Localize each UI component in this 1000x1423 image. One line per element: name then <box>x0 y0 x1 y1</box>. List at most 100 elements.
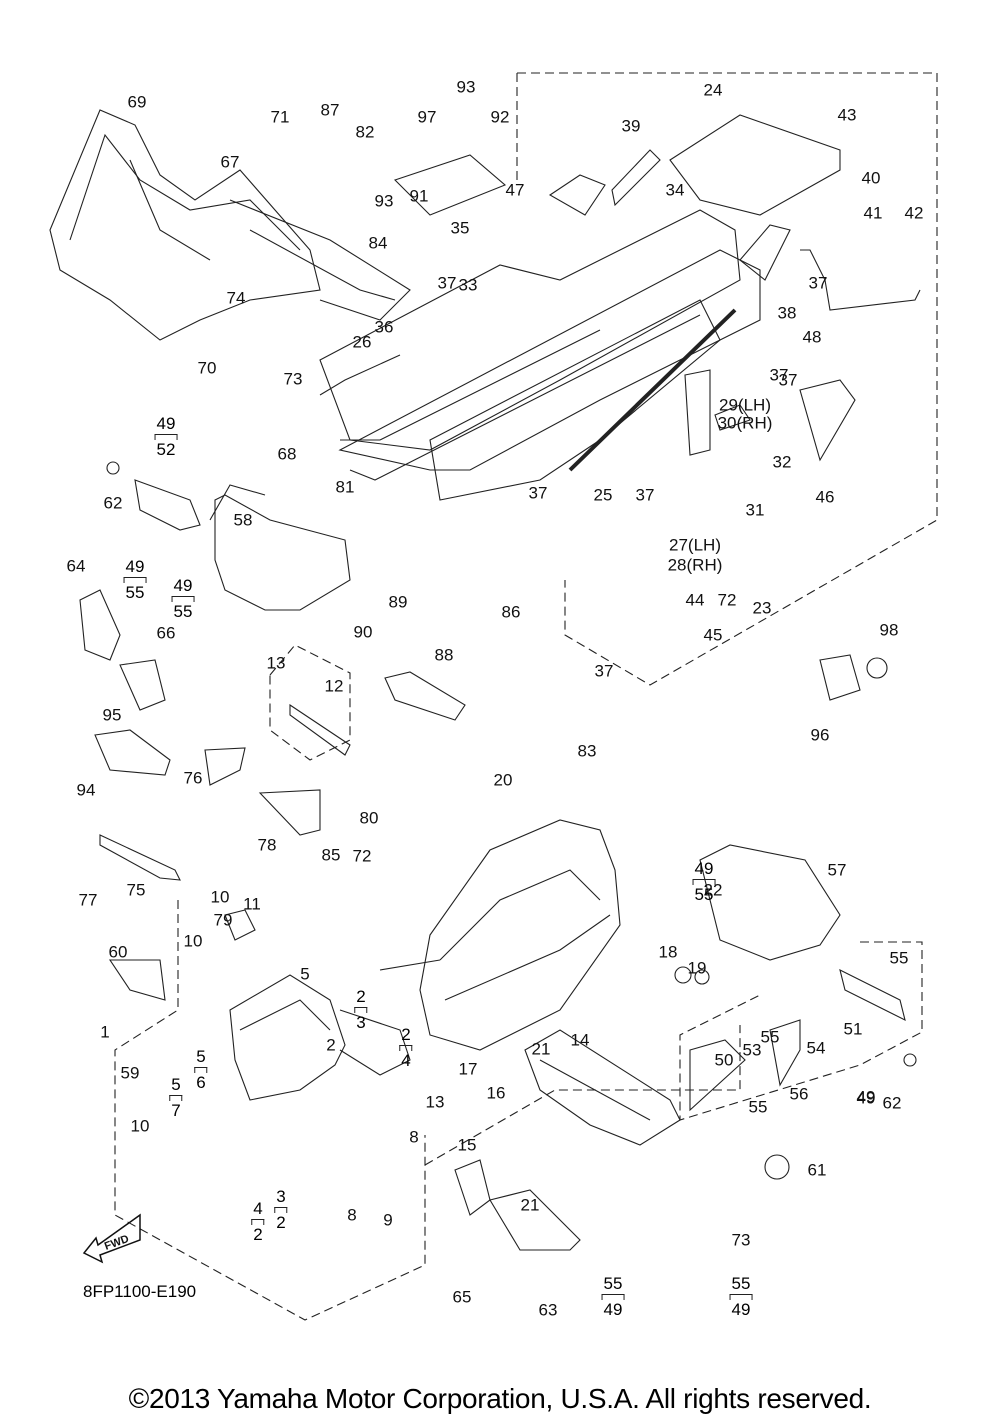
callout-72: 72 <box>352 846 372 866</box>
stacked-callout-bottom: 49 <box>731 1300 751 1319</box>
callout-80: 80 <box>359 808 379 828</box>
callout-67: 67 <box>220 152 240 172</box>
callout-89: 89 <box>388 592 408 612</box>
callout-39: 39 <box>621 116 641 136</box>
callout-59: 59 <box>120 1063 140 1083</box>
callout-93: 93 <box>374 191 394 211</box>
bracket-line <box>692 879 716 885</box>
callout-95: 95 <box>102 705 122 725</box>
callout-36: 36 <box>374 317 394 337</box>
callout-37: 37 <box>778 370 798 390</box>
callout-55: 55 <box>760 1027 780 1047</box>
callout-98: 98 <box>879 620 899 640</box>
callout-56: 56 <box>789 1084 809 1104</box>
bracket-line <box>729 1294 753 1300</box>
forward-direction-arrow: FWD <box>82 1213 141 1264</box>
callout-96: 96 <box>810 725 830 745</box>
bracket-line <box>154 434 178 440</box>
callout-49: 49 <box>856 1088 876 1108</box>
callout-10: 10 <box>210 887 230 907</box>
callout-93: 93 <box>456 77 476 97</box>
bulkhead-part <box>379 819 681 1146</box>
callout-10: 10 <box>183 931 203 951</box>
callout-94: 94 <box>76 780 96 800</box>
stacked-callout-bottom: 4 <box>401 1051 411 1070</box>
callout-76: 76 <box>183 768 203 788</box>
callout-45: 45 <box>703 625 723 645</box>
callout-19: 19 <box>687 958 707 978</box>
bracket-line <box>194 1067 208 1073</box>
callout-2: 2 <box>326 1035 336 1055</box>
bracket-line <box>123 577 147 583</box>
callout-61: 61 <box>807 1160 827 1180</box>
callout-37: 37 <box>808 273 828 293</box>
callout-14: 14 <box>570 1030 590 1050</box>
callout-64: 64 <box>66 556 86 576</box>
callout-24: 24 <box>703 80 723 100</box>
callout-41: 41 <box>863 203 883 223</box>
callout-35: 35 <box>450 218 470 238</box>
fwd-label: FWD <box>103 1233 131 1253</box>
callout-84: 84 <box>368 233 388 253</box>
misc-parts <box>79 461 917 1251</box>
callout-53: 53 <box>742 1040 762 1060</box>
callout-50: 50 <box>714 1050 734 1070</box>
bracket-line <box>274 1207 288 1213</box>
callout-1: 1 <box>100 1022 110 1042</box>
callout-12: 12 <box>324 676 344 696</box>
callout-37: 37 <box>594 661 614 681</box>
callout-31: 31 <box>745 500 765 520</box>
callout-92: 92 <box>490 107 510 127</box>
callout-9: 9 <box>383 1210 393 1230</box>
stacked-callout-bottom: 2 <box>276 1213 286 1232</box>
callout-40: 40 <box>861 168 881 188</box>
callout-27lh: 27(LH) <box>669 535 721 555</box>
callout-58: 58 <box>233 510 253 530</box>
callout-32: 32 <box>772 452 792 472</box>
callout-33: 33 <box>458 275 478 295</box>
callout-46: 46 <box>815 487 835 507</box>
callout-54: 54 <box>806 1038 826 1058</box>
stacked-callout-top: 55 <box>731 1274 751 1293</box>
stacked-callout-top: 4 <box>253 1199 263 1218</box>
callout-47: 47 <box>505 180 525 200</box>
callout-29lh: 29(LH) <box>719 395 771 415</box>
callout-65: 65 <box>452 1287 472 1307</box>
callout-37: 37 <box>635 485 655 505</box>
callout-77: 77 <box>78 890 98 910</box>
callout-38: 38 <box>777 303 797 323</box>
callout-57: 57 <box>827 860 847 880</box>
stacked-callout-bottom: 52 <box>156 440 176 459</box>
stacked-callout-top: 49 <box>694 859 714 878</box>
callout-88: 88 <box>434 645 454 665</box>
callout-37: 37 <box>528 483 548 503</box>
callout-62: 62 <box>882 1093 902 1113</box>
stacked-callout-bottom: 3 <box>356 1013 366 1032</box>
bracket-line <box>251 1219 265 1225</box>
stacked-callout-top: 2 <box>356 987 366 1006</box>
copyright-notice: ©2013 Yamaha Motor Corporation, U.S.A. A… <box>128 1383 872 1414</box>
callout-55: 55 <box>748 1097 768 1117</box>
callout-21: 21 <box>520 1195 540 1215</box>
diagram-code: 8FP1100-E190 <box>83 1282 197 1301</box>
stacked-callout-top: 2 <box>401 1025 411 1044</box>
callout-13: 13 <box>266 653 286 673</box>
callout-21: 21 <box>531 1039 551 1059</box>
callout-81: 81 <box>335 477 355 497</box>
bracket-line <box>601 1294 625 1300</box>
callout-15: 15 <box>457 1135 477 1155</box>
group-outline-front-frame <box>114 900 741 1321</box>
callout-26: 26 <box>352 332 372 352</box>
callout-74: 74 <box>226 288 246 308</box>
stacked-callout-bottom: 55 <box>173 602 193 621</box>
stacked-callout-bottom: 55 <box>125 583 145 602</box>
callout-8: 8 <box>347 1205 357 1225</box>
stacked-callout-top: 55 <box>603 1274 623 1293</box>
group-outline-49 <box>679 941 923 1121</box>
callout-71: 71 <box>270 107 290 127</box>
